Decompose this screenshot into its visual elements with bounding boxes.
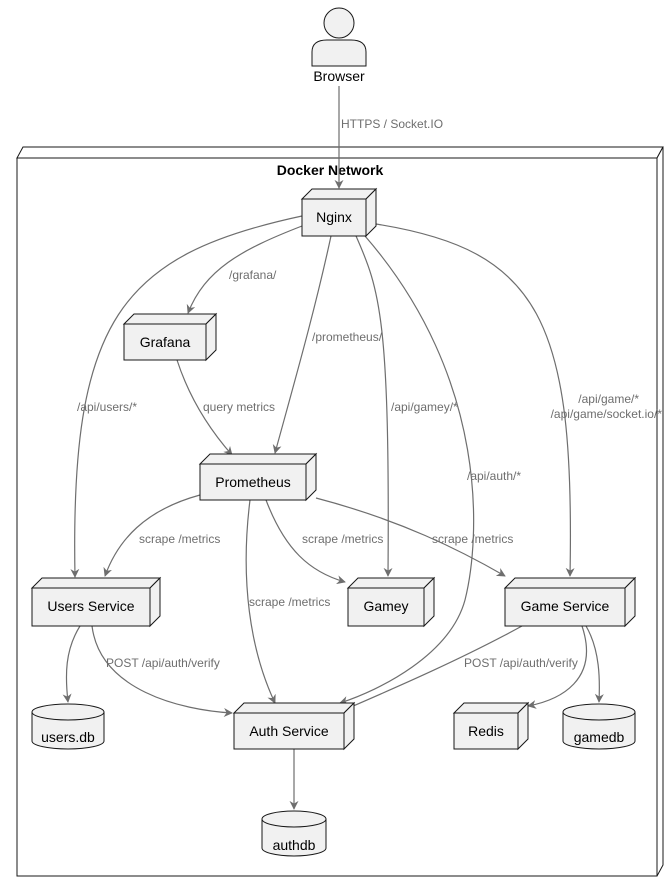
edge-label-nginx-auth: /api/auth/* bbox=[467, 469, 521, 483]
db-users: users.db bbox=[31, 703, 105, 750]
edge-label-game-auth: POST /api/auth/verify bbox=[464, 656, 578, 670]
db-authdb: authdb bbox=[261, 810, 327, 857]
edge-label-browser-nginx: HTTPS / Socket.IO bbox=[341, 117, 443, 131]
edge-users-auth bbox=[91, 625, 233, 718]
db-gamedb: gamedb bbox=[562, 703, 636, 750]
users-db-label: users.db bbox=[41, 729, 95, 745]
gamey-label: Gamey bbox=[363, 598, 408, 614]
edge-label-nginx-game-2: /api/game/socket.io/* bbox=[551, 407, 663, 421]
edge-label-prom-auth: scrape /metrics bbox=[249, 595, 330, 609]
browser-actor: Browser bbox=[311, 7, 367, 84]
node-game-service: Game Service bbox=[503, 576, 637, 628]
grafana-label: Grafana bbox=[140, 334, 191, 350]
authdb-label: authdb bbox=[273, 837, 316, 853]
edge-nginx-grafana bbox=[186, 225, 303, 314]
edge-label-prom-gamey: scrape /metrics bbox=[302, 532, 383, 546]
edges: HTTPS / Socket.IO /grafana/ /api/users/*… bbox=[62, 86, 663, 810]
node-auth-service: Auth Service bbox=[232, 701, 356, 751]
redis-label: Redis bbox=[468, 723, 504, 739]
edge-users-usersdb bbox=[62, 625, 81, 703]
edge-game-redis bbox=[527, 625, 588, 709]
edge-game-auth bbox=[343, 625, 523, 711]
edge-prom-auth bbox=[245, 499, 276, 704]
edge-prom-gamey bbox=[265, 499, 346, 585]
edge-prom-game bbox=[315, 497, 506, 577]
node-redis: Redis bbox=[452, 701, 530, 751]
container-title: Docker Network bbox=[277, 162, 384, 178]
prometheus-label: Prometheus bbox=[215, 474, 290, 490]
docker-network-container: Docker Network bbox=[16, 146, 664, 877]
node-users-service: Users Service bbox=[30, 576, 162, 628]
auth-service-label: Auth Service bbox=[249, 723, 329, 739]
node-gamey: Gamey bbox=[346, 576, 436, 628]
nginx-label: Nginx bbox=[316, 209, 352, 225]
edge-nginx-users bbox=[70, 215, 303, 578]
node-nginx: Nginx bbox=[300, 187, 378, 238]
edge-label-nginx-game-1: /api/game/* bbox=[578, 392, 639, 406]
actor-head-icon bbox=[323, 7, 355, 39]
edge-game-gamedb bbox=[585, 625, 604, 703]
edge-label-prom-users: scrape /metrics bbox=[139, 532, 220, 546]
edge-label-nginx-prometheus: /prometheus/ bbox=[312, 330, 383, 344]
edge-label-users-auth: POST /api/auth/verify bbox=[106, 656, 220, 670]
edge-nginx-auth bbox=[339, 235, 475, 705]
edge-nginx-game bbox=[375, 223, 575, 577]
browser-label: Browser bbox=[313, 68, 365, 84]
node-grafana: Grafana bbox=[122, 312, 218, 362]
actor-body-icon bbox=[311, 39, 367, 67]
edge-label-grafana-prometheus: query metrics bbox=[203, 400, 275, 414]
edge-label-prom-game: scrape /metrics bbox=[432, 532, 513, 546]
users-service-label: Users Service bbox=[47, 598, 134, 614]
edge-label-nginx-grafana: /grafana/ bbox=[229, 268, 277, 282]
edge-nginx-prometheus bbox=[272, 235, 332, 454]
gamedb-label: gamedb bbox=[574, 729, 625, 745]
edge-grafana-prometheus bbox=[176, 359, 233, 456]
edge-prom-users bbox=[103, 494, 201, 577]
game-service-label: Game Service bbox=[521, 598, 610, 614]
edge-nginx-gamey bbox=[355, 235, 393, 577]
edge-label-nginx-gamey: /api/gamey/* bbox=[391, 400, 458, 414]
node-prometheus: Prometheus bbox=[198, 452, 318, 502]
edge-label-nginx-users: /api/users/* bbox=[77, 400, 137, 414]
